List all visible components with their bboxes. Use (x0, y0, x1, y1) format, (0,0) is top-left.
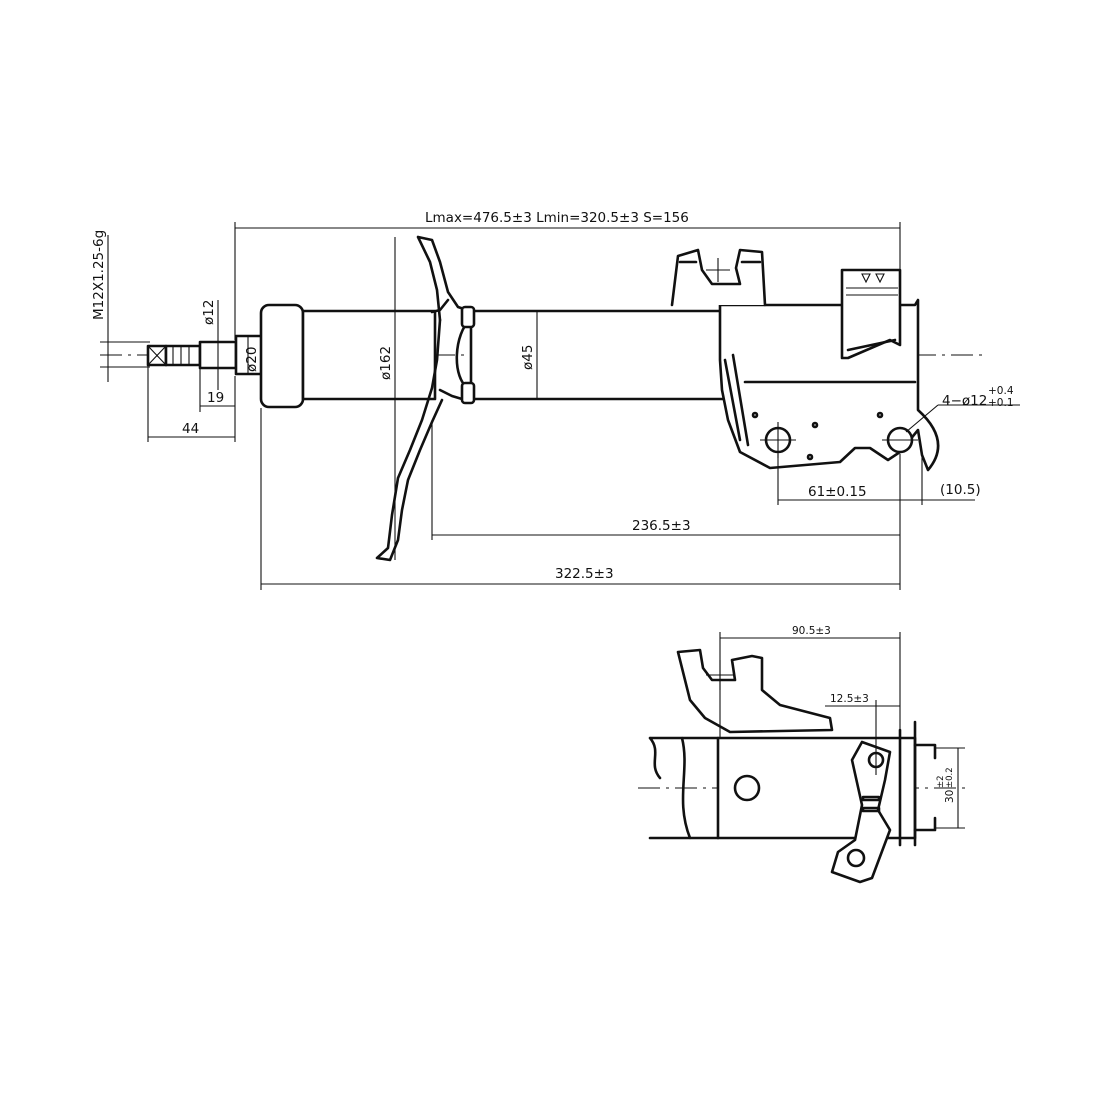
thread-length-label: 19 (207, 390, 224, 406)
body-length-label: 322.5±3 (555, 566, 614, 582)
hole-spacing-label: 61±0.15 (808, 484, 867, 500)
dust-tube (301, 309, 437, 401)
detail-hole-offset-label: 12.5±3 (830, 693, 869, 705)
detail-hose-clip (676, 648, 834, 734)
detail-sensor-bracket (830, 740, 892, 884)
tube-diameter-label: ø45 (520, 345, 536, 370)
rod-boss-diameter-label: ø20 (244, 347, 260, 372)
spring-seat (375, 235, 476, 562)
detail-tube (648, 736, 720, 840)
seat-to-hole-label: 236.5±3 (632, 518, 691, 534)
top-mount-cap (259, 303, 305, 409)
detail-hole (733, 774, 761, 802)
lower-bracket (718, 298, 940, 472)
bracket-hole-tol-lower: +0.1 (988, 397, 1014, 409)
rod-boss (234, 334, 264, 376)
hole-offset-label: (10.5) (940, 482, 981, 498)
rod-diameter-label: ø12 (201, 300, 217, 325)
detail-view: 90.5±3 12.5±3 30 ±2 ±0.2 (638, 625, 965, 884)
bracket-hole-label: 4−ø12 (942, 393, 987, 409)
main-view: Lmax=476.5±3 Lmin=320.5±3 S=156 M12X1.25… (91, 210, 1020, 590)
spring-seat-diameter-label: ø162 (378, 346, 394, 380)
slot-width-tol-upper: ±2 (936, 775, 946, 788)
bracket-offset-label: 90.5±3 (792, 625, 831, 637)
hose-clip (670, 248, 767, 307)
dimension-lines (100, 222, 1020, 590)
rod-length-label: 44 (182, 421, 199, 437)
overall-lengths-label: Lmax=476.5±3 Lmin=320.5±3 S=156 (425, 210, 689, 226)
bracket-hole-tol-upper: +0.4 (988, 385, 1014, 397)
main-tube (469, 309, 727, 401)
thread-spec-label: M12X1.25-6g (91, 230, 107, 320)
threaded-stud (146, 340, 238, 370)
slot-width-tol-lower: ±0.2 (945, 767, 955, 788)
slot-width-label: 30 (944, 790, 956, 803)
